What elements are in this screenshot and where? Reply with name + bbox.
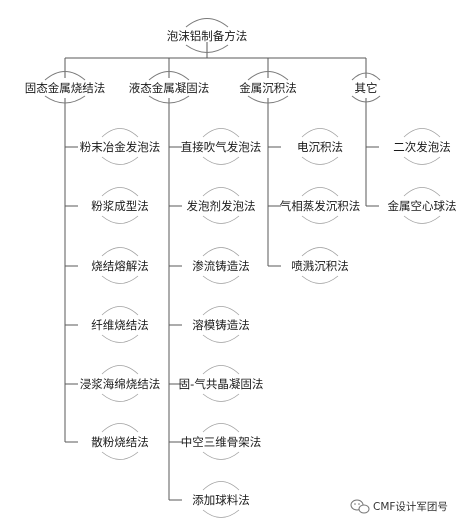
method-node: 粉浆成型法 [91,199,149,213]
method-node: 烧结熔解法 [91,259,149,273]
method-node: 直接吹气发泡法 [181,140,262,154]
method-node: 粉末冶金发泡法 [80,140,161,154]
category-other: 其它 [355,81,378,95]
method-node: 固-气共晶凝固法 [179,377,264,391]
watermark: CMF设计军团号 [350,499,448,514]
method-node: 金属空心球法 [388,199,457,213]
method-node: 添加球料法 [192,493,250,507]
connector-lines [64,42,379,501]
method-node: 气相蒸发沉积法 [280,199,361,213]
category-solid-sintering: 固态金属烧结法 [25,81,106,95]
method-node: 中空三维骨架法 [181,435,262,449]
method-node: 浸浆海绵烧结法 [80,377,161,391]
method-node: 喷溅沉积法 [291,259,349,273]
method-node: 溶模铸造法 [192,318,250,332]
method-node: 发泡剂发泡法 [187,199,256,213]
root-node: 泡沫铝制备方法 [167,29,248,43]
watermark-label: CMF设计军团号 [373,500,448,513]
wechat-icon [350,499,370,514]
category-metal-deposition: 金属沉积法 [239,81,297,95]
method-node: 纤维烧结法 [91,318,149,332]
method-node: 电沉积法 [297,140,343,154]
node-arcs [44,18,441,518]
category-liquid-solidification: 液态金属凝固法 [129,81,210,95]
node-labels: 泡沫铝制备方法 固态金属烧结法 液态金属凝固法 金属沉积法 其它 粉末冶金发泡法… [25,29,457,507]
method-node: 渗流铸造法 [192,259,250,273]
method-node: 二次发泡法 [393,140,451,154]
method-node: 散粉烧结法 [91,435,149,449]
